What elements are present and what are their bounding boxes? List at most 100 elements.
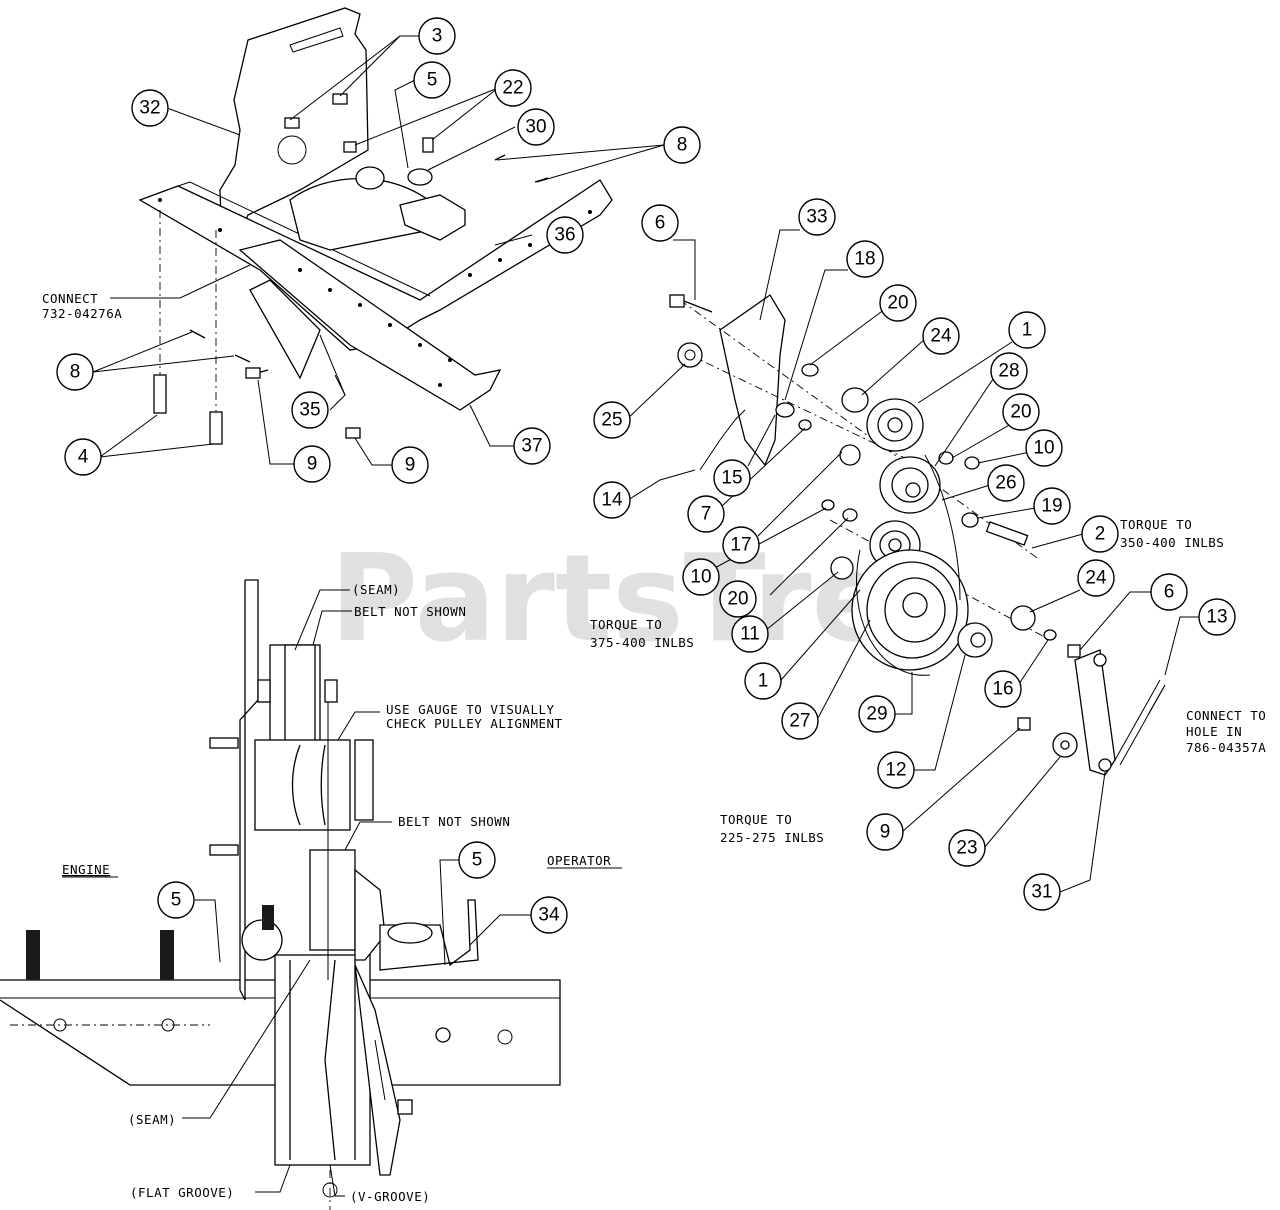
callout-35: 35 bbox=[291, 391, 329, 429]
svg-text:20: 20 bbox=[1010, 402, 1031, 423]
callout-10-left: 10 bbox=[682, 558, 720, 596]
callout-34: 34 bbox=[530, 896, 568, 934]
svg-text:8: 8 bbox=[70, 362, 81, 383]
v-groove-note: (V-GROOVE) bbox=[350, 1189, 430, 1204]
svg-text:10: 10 bbox=[690, 567, 711, 588]
svg-text:31: 31 bbox=[1031, 882, 1052, 903]
callout-5-left: 5 bbox=[157, 881, 195, 919]
svg-text:36: 36 bbox=[554, 225, 575, 246]
callout-5-right: 5 bbox=[458, 841, 496, 879]
torque-note-225-line1: TORQUE TO bbox=[720, 812, 792, 827]
svg-text:26: 26 bbox=[995, 473, 1016, 494]
use-gauge-note-line1: USE GAUGE TO VISUALLY bbox=[386, 702, 555, 717]
callout-9-left: 9 bbox=[293, 445, 331, 483]
callout-32: 32 bbox=[131, 89, 169, 127]
svg-text:12: 12 bbox=[885, 760, 906, 781]
callout-3: 3 bbox=[418, 17, 456, 55]
svg-text:1: 1 bbox=[758, 671, 769, 692]
callout-16: 16 bbox=[984, 670, 1022, 708]
callout-26: 26 bbox=[987, 464, 1025, 502]
svg-text:24: 24 bbox=[930, 326, 952, 347]
svg-text:27: 27 bbox=[789, 711, 810, 732]
connect-to-hole-line1: CONNECT TO bbox=[1186, 708, 1266, 723]
svg-text:16: 16 bbox=[992, 679, 1013, 700]
callout-11: 11 bbox=[731, 615, 769, 653]
svg-text:14: 14 bbox=[601, 490, 623, 511]
svg-text:1: 1 bbox=[1022, 320, 1033, 341]
svg-text:33: 33 bbox=[806, 207, 827, 228]
callout-2: 2 bbox=[1081, 515, 1119, 553]
svg-text:22: 22 bbox=[502, 78, 523, 99]
svg-text:25: 25 bbox=[601, 410, 622, 431]
svg-text:32: 32 bbox=[139, 98, 160, 119]
svg-text:29: 29 bbox=[866, 704, 887, 725]
svg-text:5: 5 bbox=[427, 70, 438, 91]
idler-assembly-drawing bbox=[669, 294, 1166, 776]
svg-text:8: 8 bbox=[677, 135, 688, 156]
callout-7: 7 bbox=[687, 495, 725, 533]
svg-text:7: 7 bbox=[701, 504, 712, 525]
side-view-drawing bbox=[0, 579, 561, 1210]
callout-37: 37 bbox=[513, 427, 551, 465]
callout-29: 29 bbox=[858, 695, 896, 733]
callout-8-top: 8 bbox=[663, 126, 701, 164]
callout-22: 22 bbox=[494, 69, 532, 107]
callout-15: 15 bbox=[713, 459, 751, 497]
frame-assembly-drawing bbox=[138, 7, 613, 445]
callout-36: 36 bbox=[546, 216, 584, 254]
callout-12: 12 bbox=[877, 751, 915, 789]
svg-text:20: 20 bbox=[887, 293, 908, 314]
svg-text:35: 35 bbox=[299, 400, 320, 421]
callout-6-right: 6 bbox=[1150, 573, 1188, 611]
seam-bottom-note: (SEAM) bbox=[128, 1112, 176, 1127]
callout-10-right: 10 bbox=[1025, 429, 1063, 467]
svg-text:2: 2 bbox=[1095, 524, 1106, 545]
use-gauge-note-line2: CHECK PULLEY ALIGNMENT bbox=[386, 716, 563, 731]
connect-to-hole-line3: 786-04357A bbox=[1186, 740, 1266, 755]
callout-30: 30 bbox=[517, 108, 555, 146]
torque-note-225-line2: 225-275 INLBS bbox=[720, 830, 824, 845]
svg-text:28: 28 bbox=[998, 361, 1019, 382]
svg-text:23: 23 bbox=[956, 838, 977, 859]
callout-8-left: 8 bbox=[56, 353, 94, 391]
svg-text:6: 6 bbox=[655, 213, 666, 234]
connect-note-line2: 732-04276A bbox=[42, 306, 122, 321]
connect-to-hole-line2: HOLE IN bbox=[1186, 724, 1242, 739]
torque-note-375-line2: 375-400 INLBS bbox=[590, 635, 694, 650]
callout-28: 28 bbox=[990, 352, 1028, 390]
callout-20-left: 20 bbox=[719, 580, 757, 618]
callout-14: 14 bbox=[593, 481, 631, 519]
svg-text:30: 30 bbox=[525, 117, 546, 138]
svg-text:34: 34 bbox=[538, 905, 560, 926]
flat-groove-note: (FLAT GROOVE) bbox=[130, 1185, 234, 1200]
connect-note-line1: CONNECT bbox=[42, 291, 98, 306]
svg-text:24: 24 bbox=[1085, 568, 1107, 589]
belt-not-shown-mid-note: BELT NOT SHOWN bbox=[398, 814, 510, 829]
svg-text:6: 6 bbox=[1164, 582, 1175, 603]
svg-text:17: 17 bbox=[730, 535, 751, 556]
leader-lines bbox=[92, 35, 1200, 1197]
svg-text:5: 5 bbox=[472, 850, 483, 871]
callout-24-top: 24 bbox=[922, 317, 960, 355]
callout-27: 27 bbox=[781, 702, 819, 740]
svg-text:11: 11 bbox=[740, 624, 760, 645]
svg-text:37: 37 bbox=[521, 436, 542, 457]
torque-note-375-line1: TORQUE TO bbox=[590, 617, 662, 632]
svg-text:15: 15 bbox=[721, 468, 742, 489]
callout-25: 25 bbox=[593, 401, 631, 439]
svg-text:9: 9 bbox=[307, 454, 318, 475]
callout-18: 18 bbox=[846, 240, 884, 278]
callout-13: 13 bbox=[1198, 598, 1236, 636]
callout-20-mid: 20 bbox=[1002, 393, 1040, 431]
callout-31: 31 bbox=[1023, 873, 1061, 911]
operator-label: OPERATOR bbox=[547, 853, 611, 868]
callout-33: 33 bbox=[798, 198, 836, 236]
torque-note-350-line1: TORQUE TO bbox=[1120, 517, 1192, 532]
callout-9-mid: 9 bbox=[391, 446, 429, 484]
svg-text:19: 19 bbox=[1041, 496, 1062, 517]
svg-text:10: 10 bbox=[1033, 438, 1054, 459]
engine-label: ENGINE bbox=[62, 862, 110, 877]
callout-17: 17 bbox=[722, 526, 760, 564]
callout-24-right: 24 bbox=[1077, 559, 1115, 597]
